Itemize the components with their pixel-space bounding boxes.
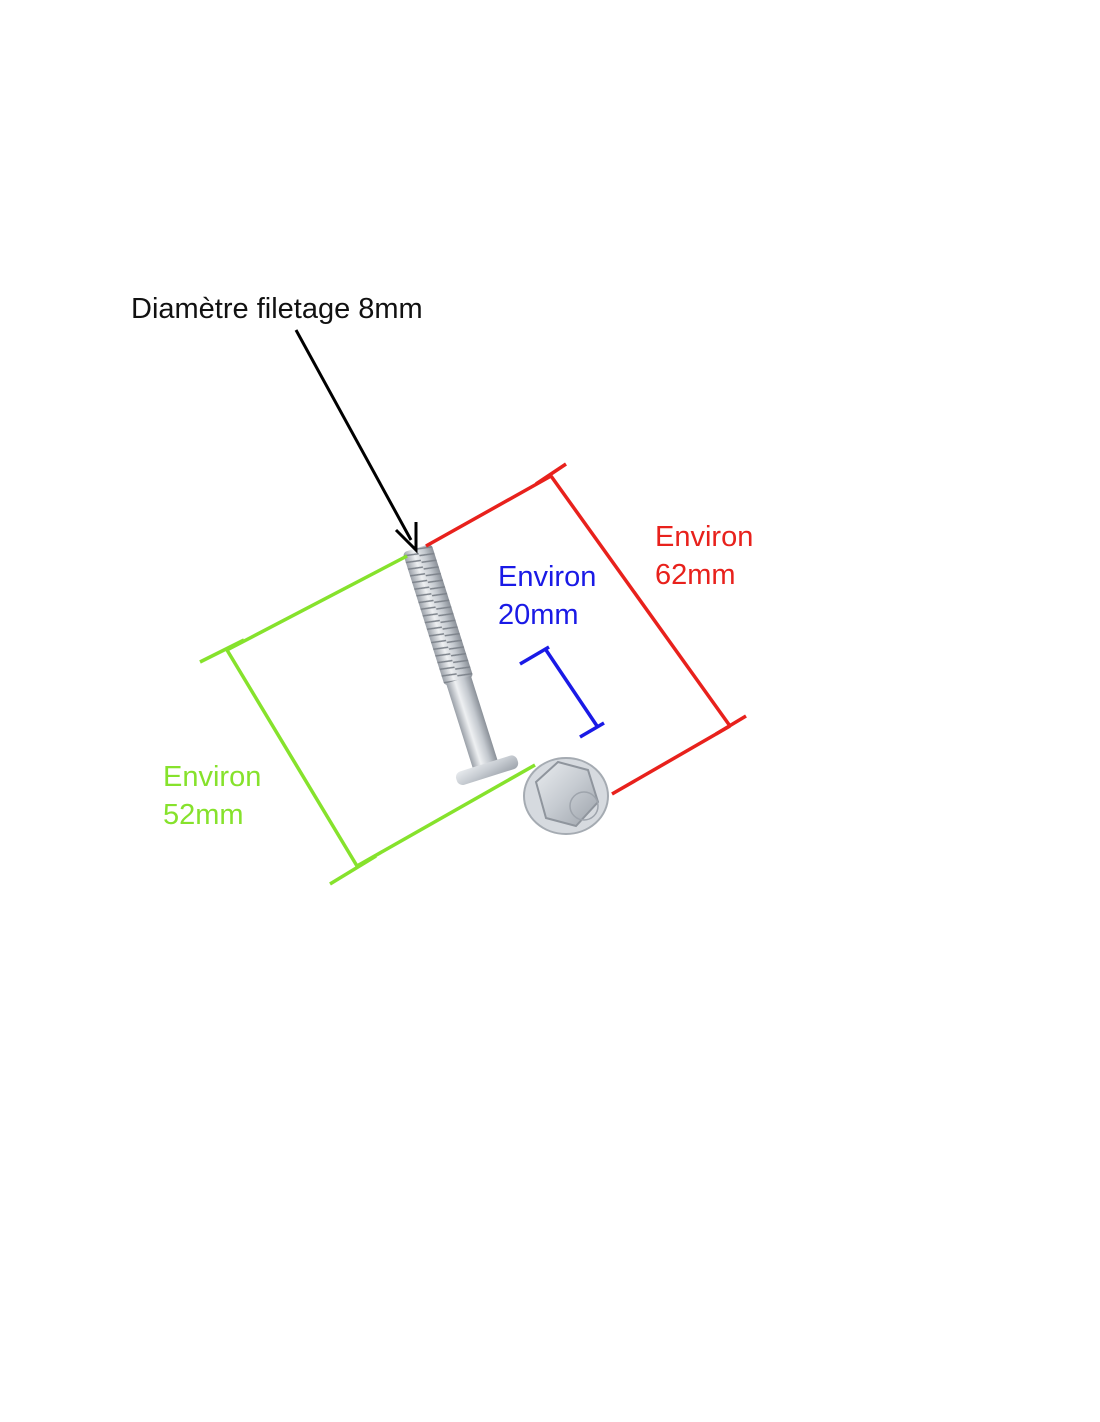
under-head-length-dimension bbox=[199, 554, 536, 886]
under-head-length-label-line2: 52mm bbox=[163, 799, 244, 831]
thread-diameter-label: Diamètre filetage 8mm bbox=[131, 293, 423, 325]
under-head-length-label: Environ 52mm bbox=[163, 758, 261, 834]
bolt-shank bbox=[446, 675, 499, 772]
bolt-image bbox=[403, 544, 609, 835]
shank-length-label-line2: 20mm bbox=[498, 599, 579, 631]
overall-length-dimension bbox=[425, 462, 747, 796]
overall-length-label-line1: Environ bbox=[655, 521, 754, 553]
bolt-head bbox=[523, 757, 609, 835]
overall-length-label-line2: 62mm bbox=[655, 559, 736, 591]
thread-diameter-arrow bbox=[294, 329, 418, 554]
shank-length-label-line1: Environ bbox=[498, 561, 597, 593]
shank-length-dimension bbox=[519, 645, 605, 739]
shank-length-label: Environ 20mm bbox=[498, 558, 596, 634]
bolt-flange bbox=[455, 755, 519, 785]
under-head-length-label-line1: Environ bbox=[163, 761, 262, 793]
overall-length-label: Environ 62mm bbox=[655, 518, 753, 594]
